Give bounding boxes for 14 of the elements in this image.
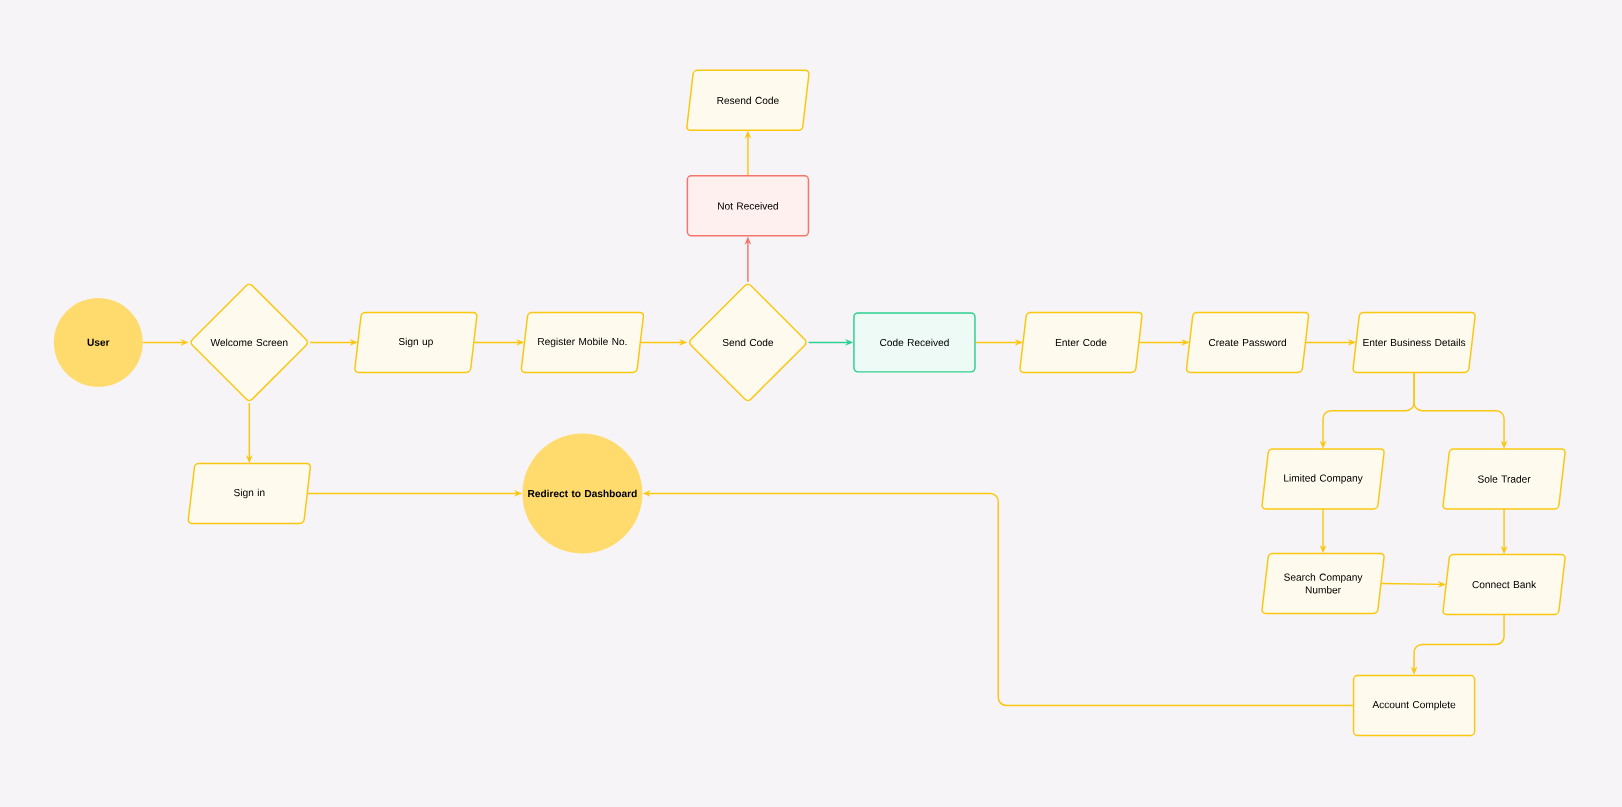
process-parallelogram: Enter Business Details: [1352, 311, 1476, 374]
process-parallelogram: Connect Bank: [1442, 553, 1566, 616]
process-parallelogram: Resend Code: [686, 69, 810, 132]
process-parallelogram: Sign up: [354, 311, 478, 374]
process-parallelogram: Sign in: [187, 462, 312, 525]
process-parallelogram: Register Mobile No.: [520, 311, 645, 374]
process-parallelogram: Create Password: [1185, 311, 1310, 374]
process-box: Code Received: [853, 312, 976, 373]
process-parallelogram: Sole Trader: [1442, 448, 1566, 510]
process-parallelogram: Enter Code: [1019, 311, 1143, 374]
process-box: Account Complete: [1352, 674, 1476, 737]
process-box: Not Received: [686, 175, 810, 237]
process-parallelogram: Search Company Number: [1261, 552, 1385, 615]
process-parallelogram: Limited Company: [1261, 448, 1385, 510]
